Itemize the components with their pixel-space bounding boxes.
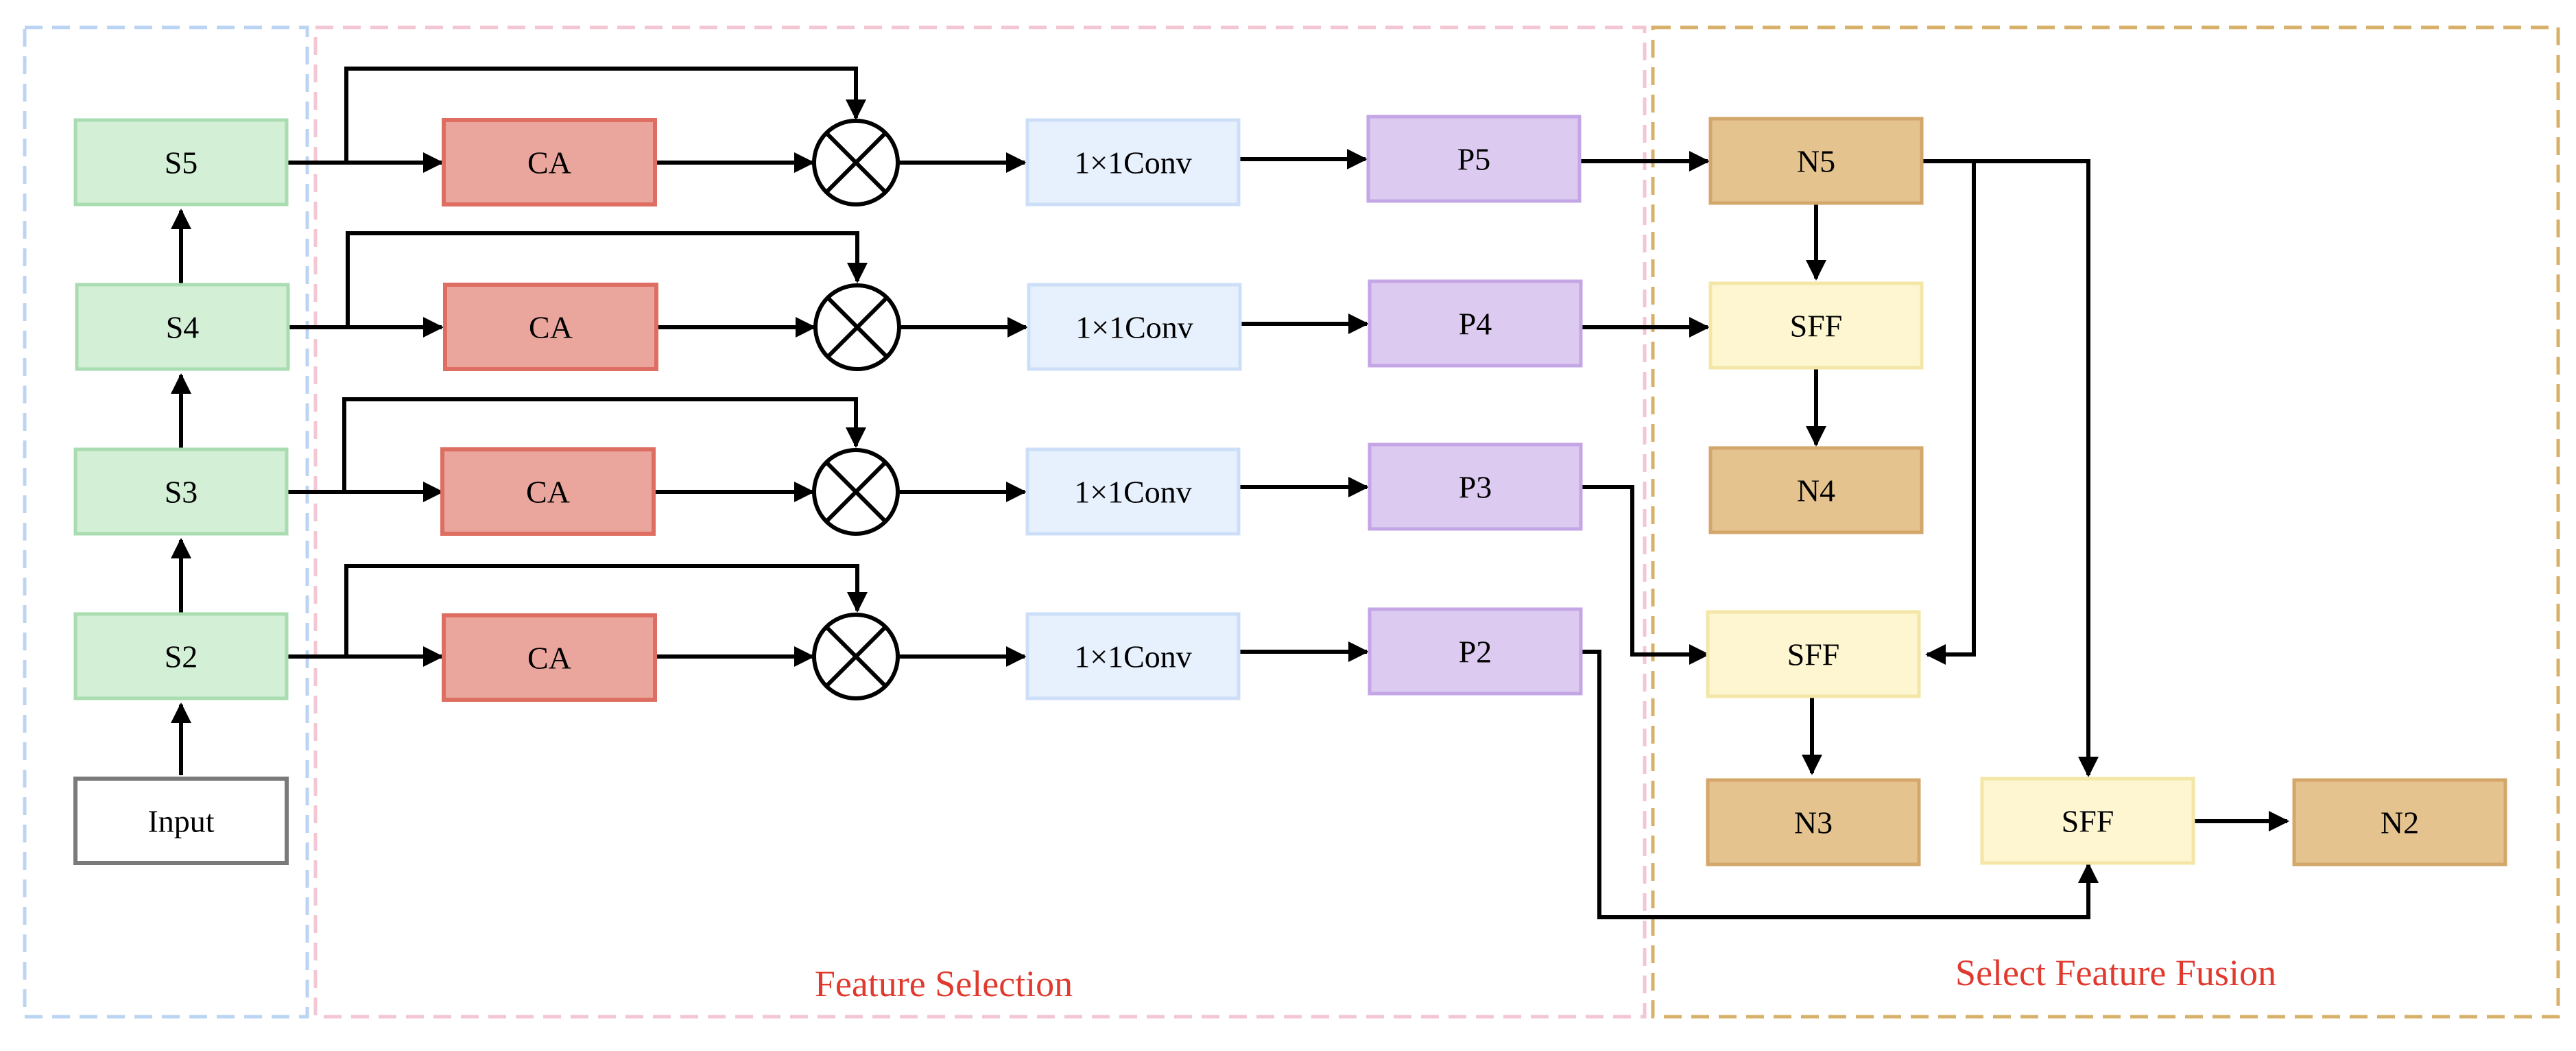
node-conv-2-label: 1×1Conv <box>1074 639 1192 674</box>
feature-selection-title: Feature Selection <box>815 963 1073 1004</box>
node-p3: P3 <box>1368 442 1583 531</box>
node-sff-3-box <box>1706 610 1921 698</box>
node-sff-2: SFF <box>1980 777 2195 865</box>
node-conv-5-label: 1×1Conv <box>1074 145 1192 180</box>
edge-n5-sff2 <box>1974 159 2099 777</box>
node-n4: N4 <box>1708 446 1924 534</box>
node-ca-4-label: CA <box>529 310 573 345</box>
node-s5-label: S5 <box>165 145 198 180</box>
edge-s4-skip-multiply <box>346 231 868 327</box>
node-conv-3-box <box>1025 447 1241 536</box>
node-ca-5-box <box>442 118 657 206</box>
backbone-region <box>23 25 309 1019</box>
node-s2-label: S2 <box>165 639 198 674</box>
node-s5-box <box>73 118 289 206</box>
node-n2-label: N2 <box>2381 805 2419 840</box>
node-ca-3-label: CA <box>526 475 570 510</box>
multiply-icon-2 <box>812 613 900 700</box>
node-conv-2: 1×1Conv <box>1025 612 1241 700</box>
node-conv-4-box <box>1027 283 1242 371</box>
node-input: Input <box>73 777 289 865</box>
node-n3-label: N3 <box>1794 805 1833 840</box>
multiply-icon-4 <box>813 283 901 371</box>
edge-s2-skip-multiply <box>344 564 868 657</box>
node-ca-5-label: CA <box>527 145 571 180</box>
edge-p2-sff2 <box>1581 650 2099 919</box>
node-p4-label: P4 <box>1459 307 1492 342</box>
node-s4-label: S4 <box>166 310 200 345</box>
node-p3-box <box>1368 442 1583 531</box>
node-p5: P5 <box>1366 115 1582 203</box>
edge-n5-sff3 <box>1922 159 1976 665</box>
node-s3: S3 <box>73 447 289 536</box>
node-ca-3: CA <box>440 447 656 536</box>
node-n2: N2 <box>2292 778 2507 866</box>
node-sff-2-box <box>1980 777 2195 865</box>
node-p4: P4 <box>1368 279 1583 368</box>
node-conv-3: 1×1Conv <box>1025 447 1241 536</box>
edges <box>171 67 2289 919</box>
node-p2-label: P2 <box>1459 635 1492 670</box>
node-s3-box <box>73 447 289 536</box>
node-ca-5: CA <box>442 118 657 206</box>
node-s5: S5 <box>73 118 289 206</box>
node-s3-label: S3 <box>165 475 198 510</box>
node-ca-4-box <box>443 283 658 371</box>
node-conv-2-box <box>1025 612 1241 700</box>
node-s2: S2 <box>73 612 289 700</box>
node-input-label: Input <box>147 804 214 839</box>
node-p5-box <box>1366 115 1582 203</box>
node-n5-label: N5 <box>1797 144 1835 179</box>
node-sff-4-label: SFF <box>1790 309 1843 344</box>
node-ca-4: CA <box>443 283 658 371</box>
node-ca-3-box <box>440 447 656 536</box>
node-s4: S4 <box>75 283 290 371</box>
node-conv-4: 1×1Conv <box>1027 283 1242 371</box>
node-sff-2-label: SFF <box>2062 804 2114 839</box>
node-n4-box <box>1708 446 1924 534</box>
node-p3-label: P3 <box>1459 470 1492 505</box>
node-n3: N3 <box>1706 778 1921 866</box>
multiply-icon-5 <box>812 119 900 206</box>
node-n5-box <box>1708 117 1924 205</box>
edge-s5-skip-multiply <box>344 67 866 163</box>
edge-p3-sff3 <box>1581 485 1710 665</box>
node-sff-4-box <box>1708 281 1924 370</box>
node-s2-box <box>73 612 289 700</box>
node-ca-2-label: CA <box>527 641 571 676</box>
node-conv-3-label: 1×1Conv <box>1074 475 1192 510</box>
node-input-box <box>73 777 289 865</box>
node-n5: N5 <box>1708 117 1924 205</box>
node-sff-3: SFF <box>1706 610 1921 698</box>
node-conv-4-label: 1×1Conv <box>1075 310 1193 345</box>
edge-s3-skip-multiply <box>342 397 866 492</box>
multiply-icon-3 <box>812 448 900 536</box>
node-conv-5-box <box>1025 118 1241 206</box>
node-n3-box <box>1706 778 1921 866</box>
node-sff-3-label: SFF <box>1787 637 1840 672</box>
node-ca-2-box <box>442 613 657 702</box>
node-p5-label: P5 <box>1457 142 1491 177</box>
node-n2-box <box>2292 778 2507 866</box>
select-feature-fusion-region <box>1651 25 2560 1019</box>
node-n4-label: N4 <box>1797 473 1835 508</box>
node-p2: P2 <box>1368 607 1583 696</box>
node-conv-5: 1×1Conv <box>1025 118 1241 206</box>
select-feature-fusion-title: Select Feature Fusion <box>1955 952 2276 993</box>
node-ca-2: CA <box>442 613 657 702</box>
node-p4-box <box>1368 279 1583 368</box>
node-s4-box <box>75 283 290 371</box>
node-p2-box <box>1368 607 1583 696</box>
feature-selection-region <box>313 25 1647 1019</box>
node-sff-4: SFF <box>1708 281 1924 370</box>
